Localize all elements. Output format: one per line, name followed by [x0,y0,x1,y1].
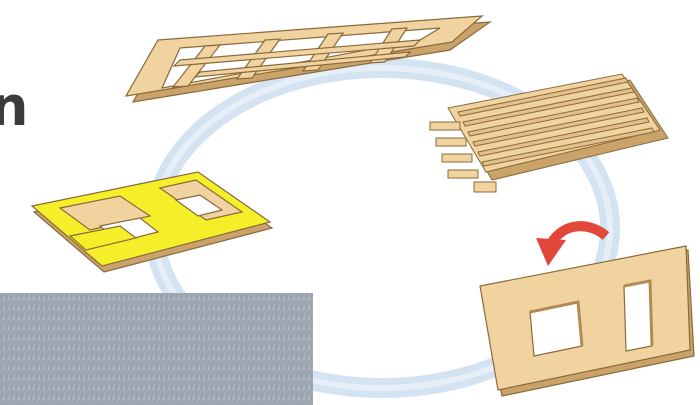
solid-wall-panel-with-openings [479,245,695,397]
truss-frame [124,15,493,103]
wall-frame-with-sheathing [30,171,274,273]
photo-strip [0,293,313,405]
cropped-title-glyph: n [0,75,29,138]
floor-joist-panel [429,73,669,193]
flip-arrow [536,221,610,266]
